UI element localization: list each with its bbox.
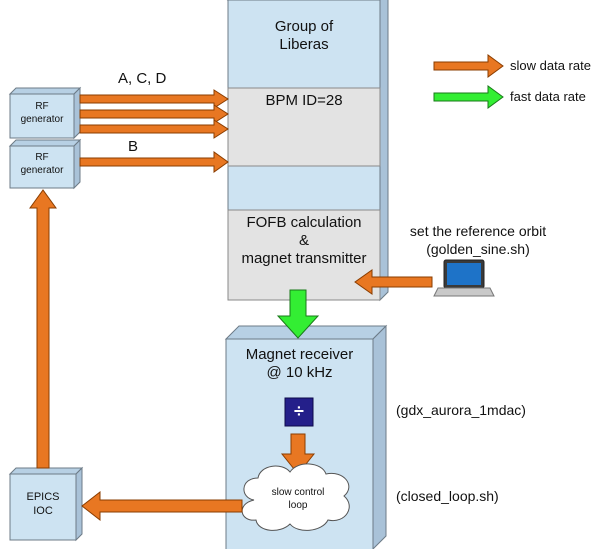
reference-orbit-label: set the reference orbit (golden_sine.sh) <box>392 222 564 258</box>
fofb-label: FOFB calculation & magnet transmitter <box>228 214 380 268</box>
epics-ioc-box <box>8 466 84 542</box>
divider-symbol: ÷ <box>294 401 304 421</box>
legend-fast-arrow <box>433 85 504 109</box>
magnet-receiver-label: Magnet receiver @ 10 kHz <box>226 346 373 382</box>
liberas-title: Group of Liberas <box>228 18 380 54</box>
rf-generator-2-line1: RF <box>35 152 49 163</box>
cloud-label: slow control loop <box>252 486 344 512</box>
rf-generator-1-line2: generator <box>20 114 64 125</box>
fofb-line3: magnet transmitter <box>241 250 367 267</box>
arrow-reference-orbit <box>354 269 433 295</box>
liberas-title-line2: Liberas <box>279 36 329 53</box>
epics-ioc-line2: IOC <box>33 505 53 517</box>
reference-orbit-line1: set the reference orbit <box>409 223 547 239</box>
reference-orbit-line2: (golden_sine.sh) <box>426 241 530 257</box>
epics-ioc-line1: EPICS <box>26 491 60 503</box>
legend-slow-label: slow data rate <box>510 58 591 73</box>
arrow-acd-3 <box>79 119 229 139</box>
rf-generator-2-line2: generator <box>20 165 64 176</box>
liberas-box <box>226 0 389 302</box>
arrow-epics-to-rf <box>29 189 57 469</box>
rf-generator-1-label: RF generator <box>10 100 74 126</box>
cloud-icon <box>241 463 350 531</box>
liberas-title-line1: Group of <box>274 18 334 35</box>
laptop-icon <box>433 259 495 297</box>
gdx-annotation: (gdx_aurora_1mdac) <box>396 402 526 418</box>
bpm-label: BPM ID=28 <box>265 92 343 109</box>
arrow-cloud-to-epics <box>81 490 243 522</box>
rf-generator-1-box <box>8 86 82 140</box>
fofb-line2: & <box>298 232 309 249</box>
cloud-line1: slow control <box>271 487 325 498</box>
legend-slow-arrow <box>433 54 504 78</box>
closed-loop-annotation: (closed_loop.sh) <box>396 488 499 504</box>
arrow-label-b: B <box>128 138 139 155</box>
rf-generator-2-label: RF generator <box>10 151 74 177</box>
divider-block <box>284 397 314 427</box>
arrow-acd-2 <box>79 104 229 124</box>
epics-ioc-label: EPICS IOC <box>10 490 76 518</box>
bpm-block <box>227 87 381 167</box>
fofb-block <box>227 209 381 301</box>
rf-generator-1-line1: RF <box>35 101 49 112</box>
magnet-receiver-line1: Magnet receiver <box>245 346 354 363</box>
arrow-b <box>79 151 229 173</box>
cloud-line2: loop <box>288 500 308 511</box>
legend-fast-label: fast data rate <box>510 89 586 104</box>
arrow-acd-1 <box>79 89 229 109</box>
rf-generator-2-box <box>8 138 82 190</box>
magnet-receiver-line2: @ 10 kHz <box>266 364 333 381</box>
fofb-line1: FOFB calculation <box>246 214 362 231</box>
arrow-fast-down <box>276 289 320 339</box>
arrow-label-acd: A, C, D <box>118 70 167 87</box>
